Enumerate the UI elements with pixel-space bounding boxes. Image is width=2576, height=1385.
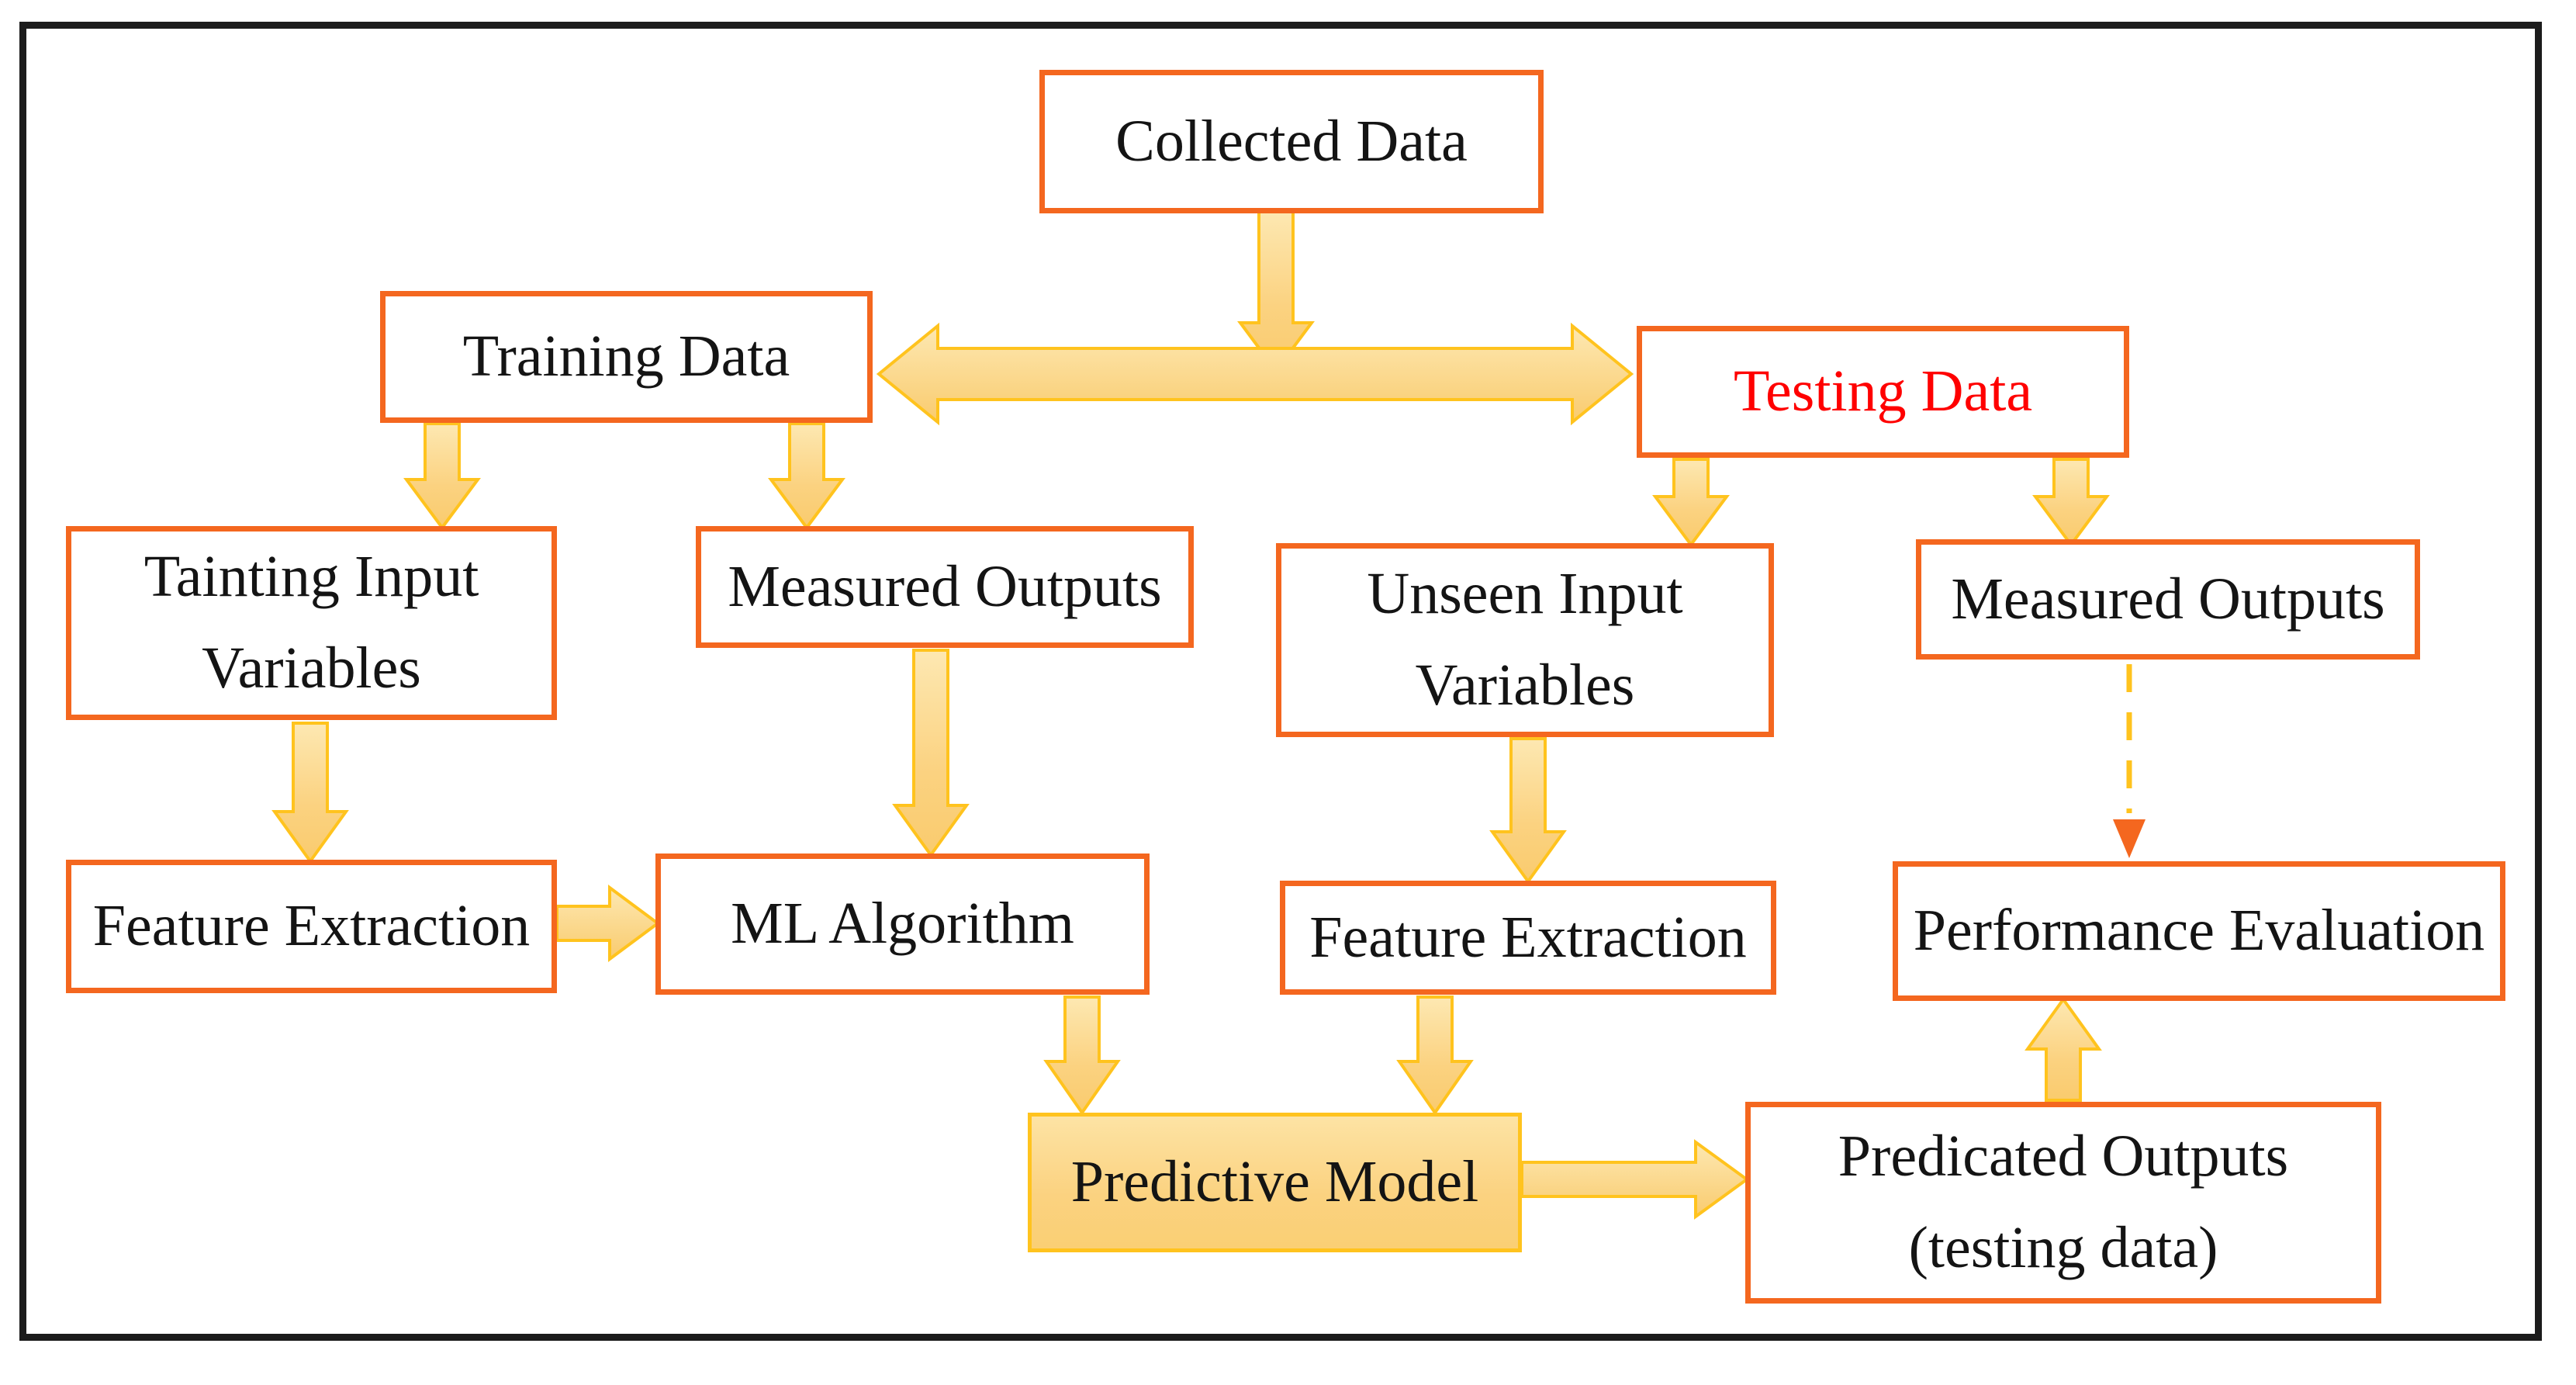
node-feature-extraction-testing-label: Feature Extraction [1309,904,1747,970]
node-testing-data: Testing Data [1637,326,2129,458]
arrow-testing-to-measured [2032,458,2110,548]
arrow-measured-to-ml [892,649,970,858]
arrow-predicated-to-performance [2024,996,2102,1102]
arrow-predictive-to-predicated [1520,1139,1750,1220]
node-feature-extraction-training-label: Feature Extraction [92,893,531,959]
node-feature-extraction-testing: Feature Extraction [1280,881,1776,995]
node-training-data-label: Training Data [462,324,790,390]
node-measured-outputs-testing: Measured Outputs [1916,539,2420,660]
node-ml-algorithm-label: ML Algorithm [731,891,1074,957]
node-training-data: Training Data [380,291,873,423]
arrow-unseen-to-feature [1489,737,1567,885]
node-unseen-input-variables: Unseen Input Variables [1276,543,1774,737]
node-testing-data-label: Testing Data [1733,358,2033,424]
node-ml-algorithm: ML Algorithm [655,854,1150,995]
arrow-training-to-tainting [403,422,481,531]
arrow-testing-to-unseen [1652,458,1730,548]
node-predicated-outputs: Predicated Outputs (testing data) [1745,1102,2381,1304]
diagram-frame [19,22,2542,1341]
arrow-feature-to-ml [555,885,661,962]
arrow-split-training-testing [876,322,1634,426]
arrow-training-to-measured [768,422,845,531]
node-unseen-input-variables-label: Unseen Input Variables [1367,561,1683,718]
arrow-ml-to-predictive [1043,995,1121,1116]
node-tainting-input-variables-label: Tainting Input Variables [143,544,479,701]
node-predictive-model: Predictive Model [1028,1113,1522,1252]
node-performance-evaluation: Performance Evaluation [1893,861,2505,1001]
dashed-arrowhead [2113,819,2146,858]
node-feature-extraction-training: Feature Extraction [66,860,557,993]
node-collected-data-label: Collected Data [1115,108,1468,174]
node-collected-data: Collected Data [1039,70,1544,213]
node-tainting-input-variables: Tainting Input Variables [66,526,557,720]
node-measured-outputs-testing-label: Measured Outputs [1951,566,2385,632]
node-measured-outputs-training-label: Measured Outputs [728,553,1162,619]
arrow-tainting-to-feature [271,722,349,864]
node-predictive-model-label: Predictive Model [1070,1149,1479,1215]
node-performance-evaluation-label: Performance Evaluation [1913,898,2485,964]
arrow-feature-to-predictive [1396,995,1474,1116]
node-predicated-outputs-label: Predicated Outputs (testing data) [1838,1124,2289,1280]
node-measured-outputs-training: Measured Outputs [696,526,1194,648]
